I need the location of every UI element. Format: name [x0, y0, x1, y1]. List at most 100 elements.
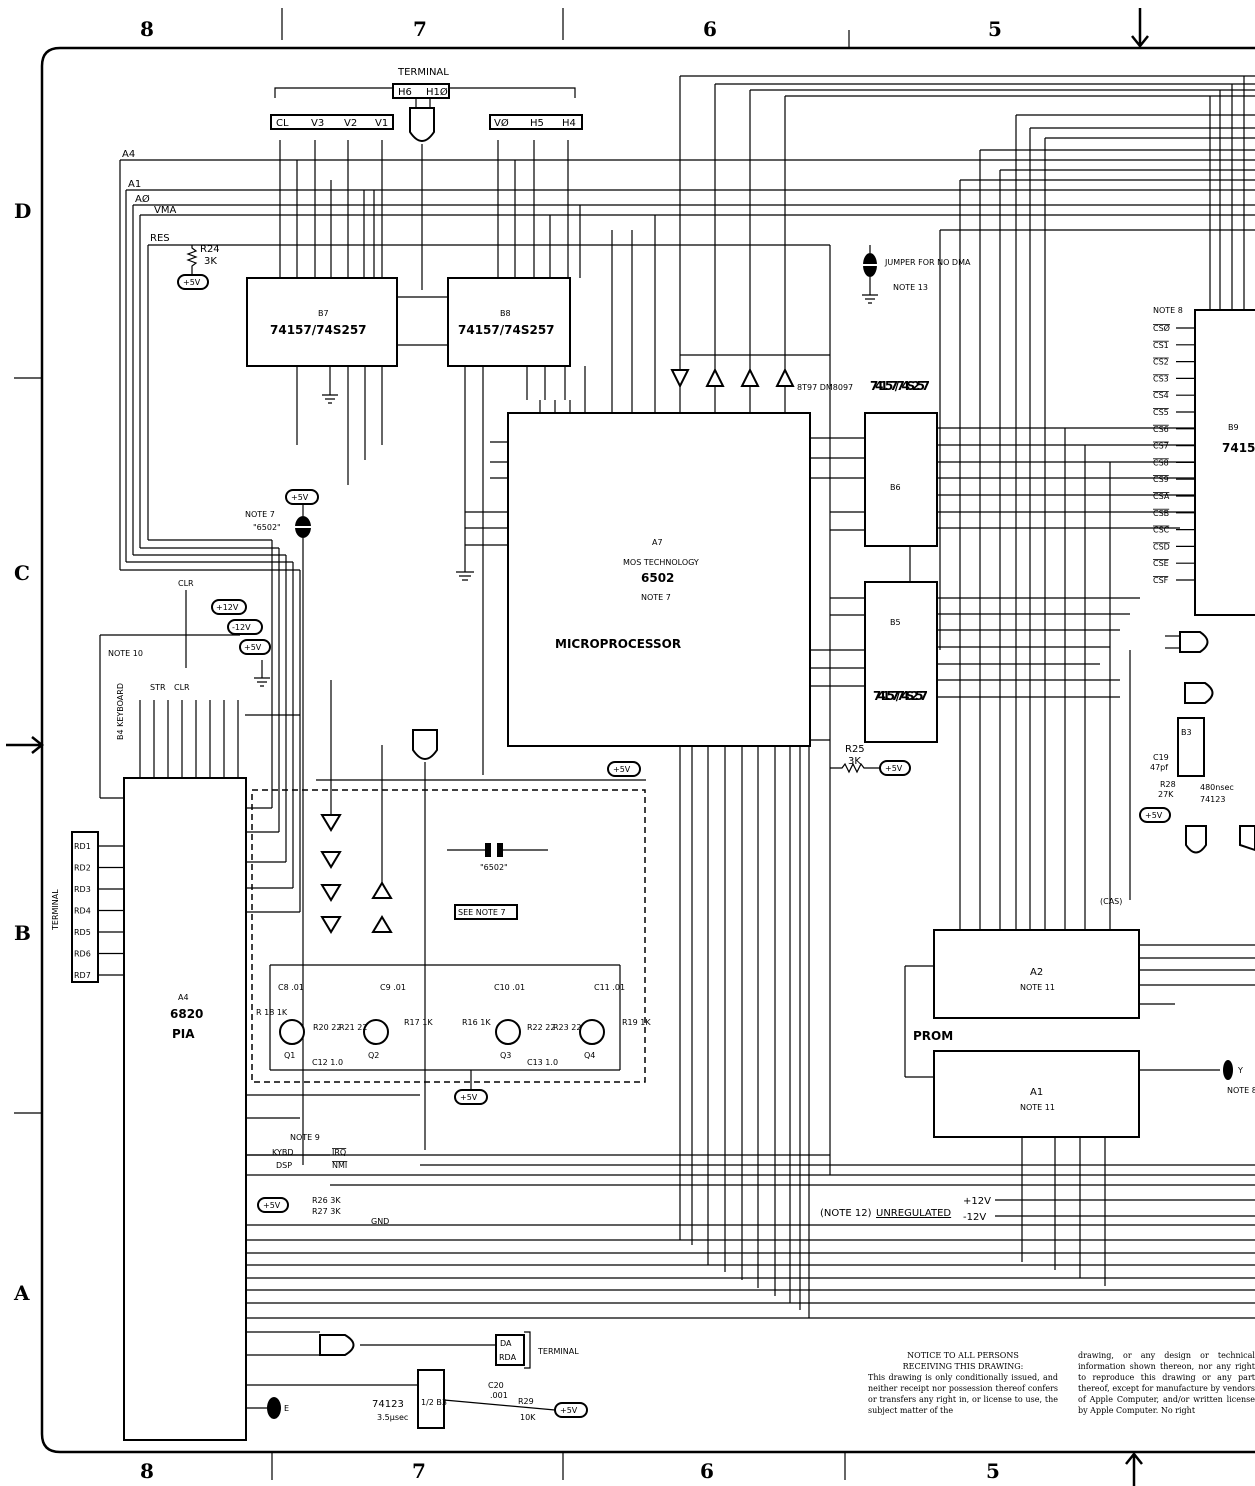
cs-pin-label: CSØ	[1153, 323, 1170, 333]
kybd-label: KYBD	[272, 1148, 294, 1157]
cs-pin-label: CSB	[1153, 509, 1169, 518]
osc-cap-label: "6502"	[480, 863, 508, 872]
cs-pin-label: CS8	[1153, 458, 1169, 467]
h10-label: H1Ø	[426, 86, 448, 98]
col-label-6-top: 6	[703, 17, 717, 41]
res-signal-label: RES	[150, 233, 170, 244]
pia-plus5-label: +5V	[244, 643, 262, 652]
chip-a4-label: PIA	[172, 1027, 195, 1041]
chip-a7-label: MICROPROCESSOR	[555, 637, 681, 651]
c20-value: .001	[490, 1391, 508, 1400]
chip-a1	[933, 1050, 1140, 1138]
col-label-7-bottom: 7	[412, 1459, 426, 1483]
note7-6502-label: "6502"	[253, 523, 281, 532]
chip-b6	[864, 412, 938, 547]
r26-supply-label: +5V	[263, 1201, 281, 1210]
chip-b83	[417, 1369, 445, 1429]
e-jumper-icon	[267, 1397, 281, 1419]
resistor-label: R21 22	[339, 1023, 367, 1032]
r28-label: R28	[1160, 780, 1176, 789]
unregulated-note-label: (NOTE 12)	[820, 1208, 872, 1219]
nmi-label: NMI	[332, 1161, 347, 1170]
row-label-d: D	[14, 199, 31, 223]
rd-pin-label: RD2	[74, 864, 91, 873]
terminal-left-label: TERMINAL	[51, 889, 60, 931]
b3-part: 74123	[1200, 795, 1225, 804]
col-label-8-bottom: 8	[140, 1459, 154, 1483]
chip-a4-part: 6820	[170, 1007, 203, 1021]
b2-gate-icon	[1185, 825, 1207, 854]
r24-supply-label: +5V	[183, 278, 201, 287]
q1-transistor-icon	[279, 1019, 305, 1045]
note10-label: NOTE 10	[108, 649, 143, 658]
driver-icon-1	[670, 369, 690, 389]
cs-pin-label: CSC	[1153, 526, 1170, 535]
chip-b83-part: 74123	[372, 1399, 404, 1410]
h5-label: H5	[530, 118, 544, 129]
driver-icon-3	[740, 367, 760, 387]
jumper-label: JUMPER FOR NO DMA	[884, 258, 971, 267]
capacitor-label: C13 1.0	[527, 1058, 558, 1067]
chip-a7-part: 6502	[641, 571, 674, 585]
chip-a7	[507, 412, 811, 747]
notice-heading-2: RECEIVING THIS DRAWING:	[902, 1362, 1024, 1371]
minus12v-rail-label: -12V	[963, 1212, 986, 1223]
rd-pin-label: RD4	[74, 907, 91, 916]
chip-b9-part: 74154	[1222, 441, 1255, 455]
r25-supply-label: +5V	[885, 764, 903, 773]
chip-a2-note: NOTE 11	[1020, 983, 1055, 992]
str-label: STR	[150, 683, 166, 692]
cs-pin-label: CSA	[1153, 492, 1170, 501]
col-label-8-top: 8	[140, 17, 154, 41]
a0-signal-label: AØ	[135, 193, 150, 205]
c19-label: C19	[1153, 753, 1169, 762]
transistor-label: Q4	[584, 1051, 595, 1060]
chip-a7-title: A7	[652, 538, 663, 547]
chip-b5-title: B5	[890, 618, 901, 627]
resistor-label: R17 1K	[404, 1018, 433, 1027]
resistor-label: R 18 1K	[256, 1008, 288, 1017]
rd-pin-label: RD3	[74, 885, 91, 894]
note8-label: NOTE 8	[1153, 306, 1183, 315]
transistor-label: Q1	[284, 1051, 295, 1060]
terminal-top-label: TERMINAL	[397, 67, 449, 78]
drawing-frame	[40, 46, 1255, 1454]
plus12v-rail-label: +12V	[963, 1196, 991, 1207]
col-label-6-bottom: 6	[700, 1459, 714, 1483]
v2-label: V2	[344, 118, 357, 129]
cs-pin-label: CS1	[1153, 341, 1169, 350]
r29-label: R29	[518, 1397, 534, 1406]
rd-pin-label: RD5	[74, 928, 91, 937]
chip-a4	[123, 777, 247, 1441]
cas-label: (CAS)	[1100, 897, 1122, 906]
see-note7-label: SEE NOTE 7	[458, 908, 506, 917]
r24-value: 3K	[204, 256, 217, 267]
chip-b7-title: B7	[318, 309, 329, 318]
chip-a2-title: A2	[1030, 967, 1043, 978]
capacitor-label: C8 .01	[278, 983, 304, 992]
r24-label: R24	[200, 244, 220, 255]
a4-signal-label: A4	[122, 149, 135, 160]
da-label: DA	[500, 1339, 512, 1348]
row-label-a: A	[13, 1281, 30, 1305]
pia-minus12-label: -12V	[232, 623, 251, 632]
c20-label: C20	[488, 1381, 504, 1390]
rd-pin-label: RD6	[74, 950, 91, 959]
note13-label: NOTE 13	[893, 283, 928, 292]
v1-label: V1	[375, 118, 388, 129]
y-jumper-icon	[1223, 1060, 1233, 1080]
cs-pin-label: CSE	[1153, 559, 1169, 568]
chip-b5-part: 74157/ 74S257	[873, 689, 928, 703]
b3-supply-label: +5V	[1145, 811, 1163, 820]
clr-label: CLR	[178, 579, 194, 588]
capacitor-label: C11 .01	[594, 983, 625, 992]
chip-b5	[864, 581, 938, 743]
cs-pin-label: CS9	[1153, 475, 1169, 484]
q4-transistor-icon	[579, 1019, 605, 1045]
q2-transistor-icon	[363, 1019, 389, 1045]
transistor-label: Q3	[500, 1051, 511, 1060]
inverter-icon-4	[320, 916, 342, 934]
chip-a1-title: A1	[1030, 1087, 1043, 1098]
col-label-7-top: 7	[413, 17, 427, 41]
r29-value: 10K	[520, 1413, 536, 1422]
